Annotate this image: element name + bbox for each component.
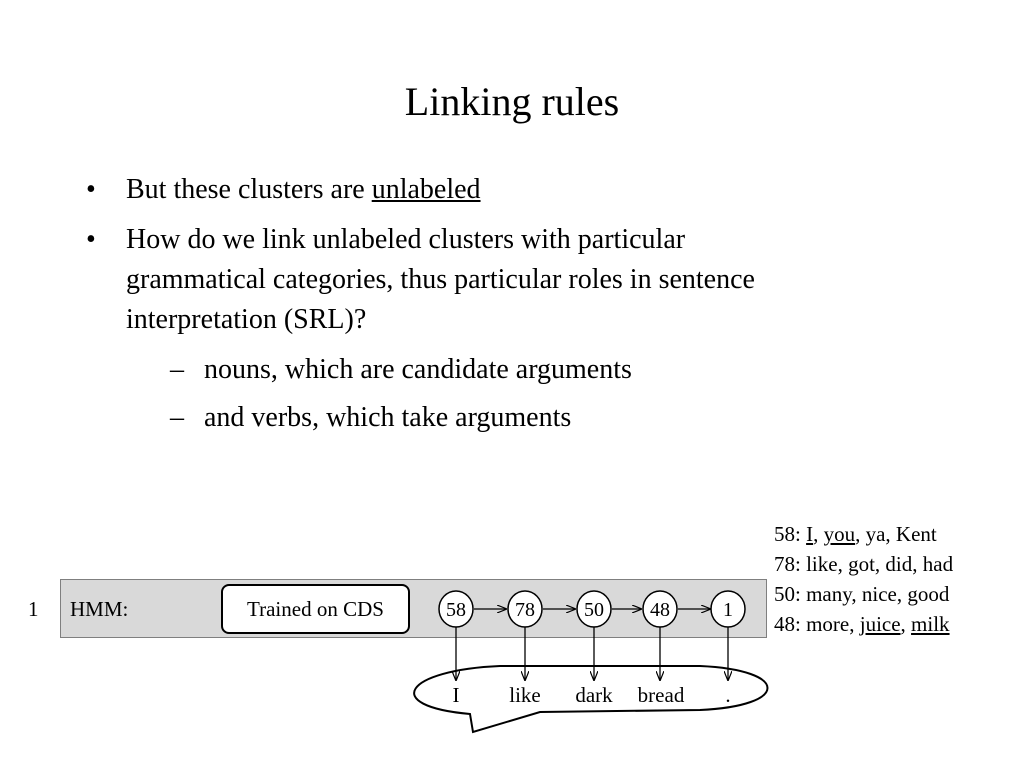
trained-on-cds-box: Trained on CDS [221,584,410,634]
sub-bullet-text: and verbs, which take arguments [204,402,572,433]
state-node-50: 50 [576,590,612,628]
state-node-1: 1 [710,590,746,628]
bullet-marker: • [86,224,96,255]
state-node-48: 48 [642,590,678,628]
slide-title: Linking rules [404,79,620,124]
cluster-legend: 58: I, you, ya, Kent 78: like, got, did,… [774,519,953,639]
sentence-word: I [452,683,460,707]
svg-text:50: 50 [584,599,604,621]
svg-text:1: 1 [723,599,733,621]
bullet-marker: • [86,174,96,205]
bullet-text-line: grammatical categories, thus particular … [126,264,755,295]
state-node-78: 78 [507,590,543,628]
svg-text:58: 58 [446,599,466,621]
bullet-text-line: How do we link unlabeled clusters with p… [126,224,686,255]
dash-marker: – [170,402,184,433]
speech-bubble [413,665,769,734]
sentence-word: . [725,683,731,707]
hmm-label: HMM: [70,597,129,621]
sentence-word: bread [637,683,685,707]
underlined-term: unlabeled [371,174,481,205]
dash-marker: – [170,354,184,385]
cluster-50-line: 50: many, nice, good [774,582,950,606]
sentence-word: like [509,683,541,707]
bullet-text: But these clusters are unlabeled [126,174,481,205]
state-node-58: 58 [438,590,474,628]
cluster-58-line: 58: I, you, ya, Kent [774,522,937,546]
sub-bullet-text: nouns, which are candidate arguments [204,354,632,385]
cluster-48-line: 48: more, juice, milk [774,612,950,636]
sentence-word: dark [575,683,613,707]
svg-text:78: 78 [515,599,535,621]
cluster-78-line: 78: like, got, did, had [774,552,954,576]
svg-text:48: 48 [650,599,670,621]
bullet-text-line: interpretation (SRL)? [126,304,367,335]
row-number: 1 [28,597,39,621]
